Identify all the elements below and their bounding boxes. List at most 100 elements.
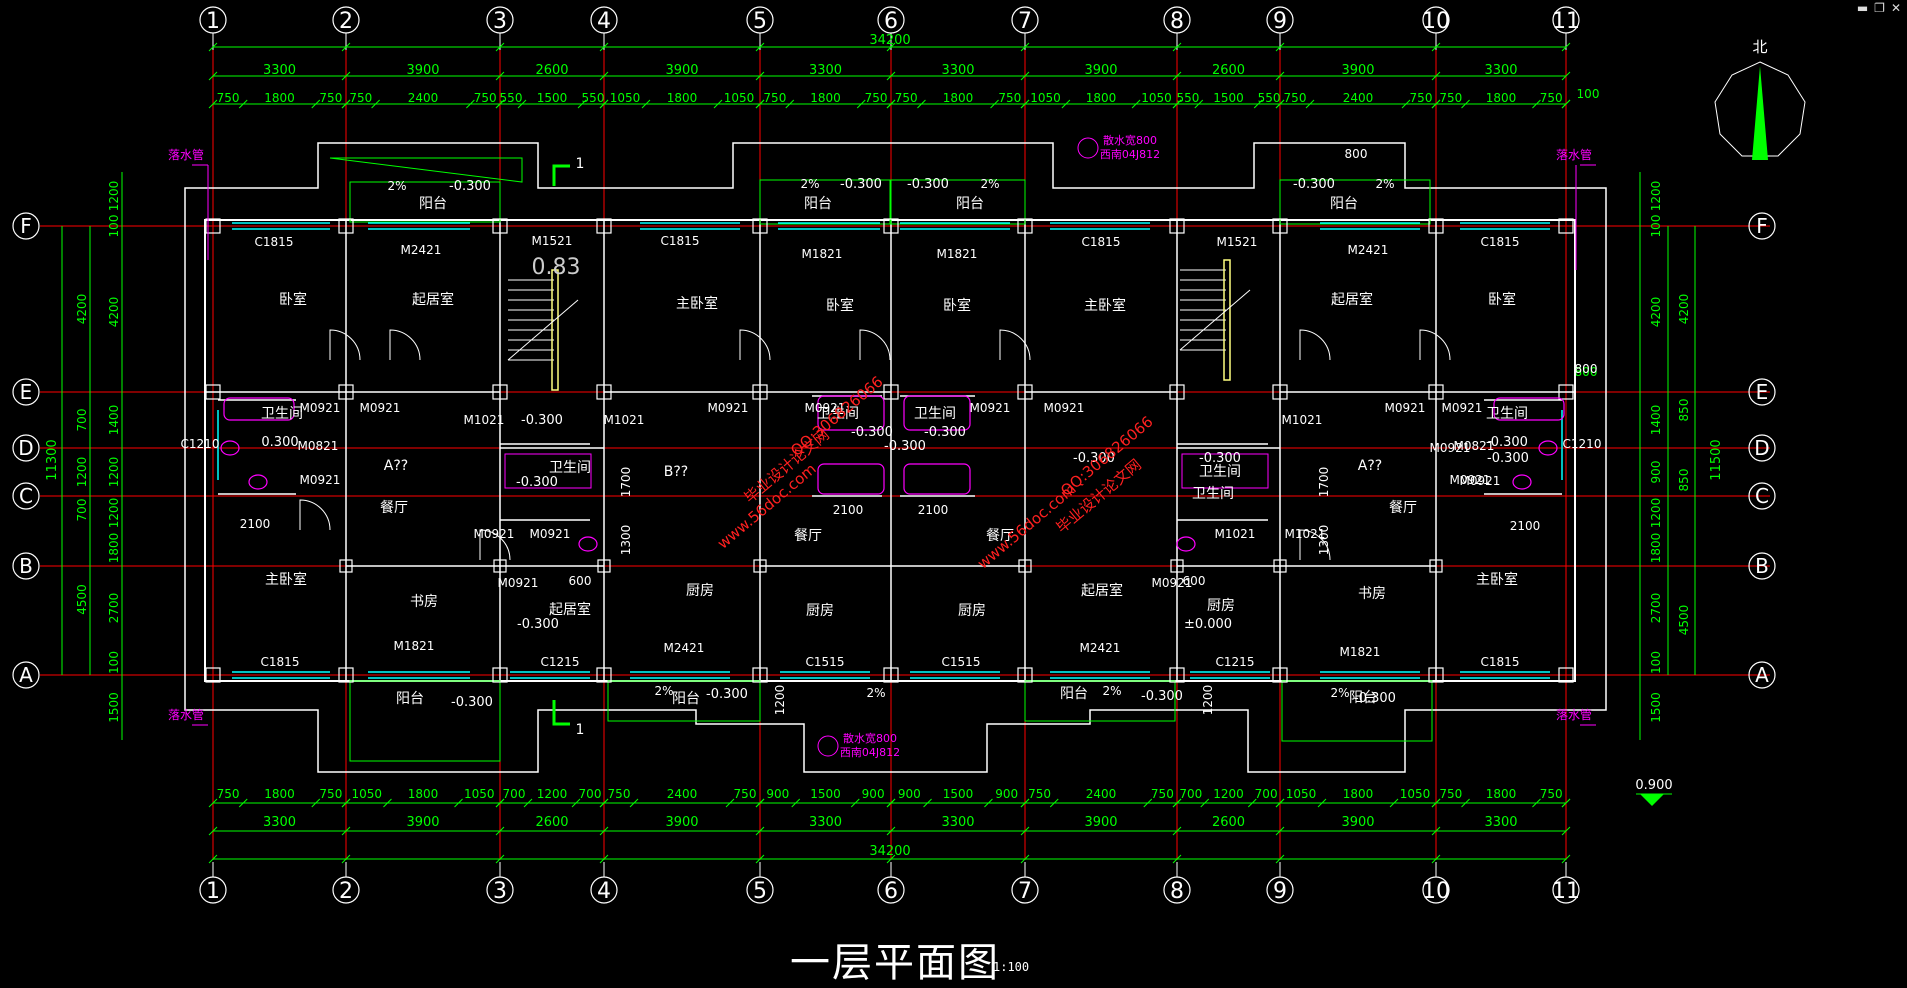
dim-tick (1561, 71, 1571, 81)
dim-text: 1400 (1649, 405, 1663, 436)
opening-label: M0921 (1460, 474, 1501, 488)
structural-column (883, 218, 899, 234)
close-icon[interactable]: ✕ (1890, 1, 1901, 15)
restore-icon[interactable]: ❐ (1874, 1, 1885, 15)
opening-label: M1821 (802, 247, 843, 261)
dim-tick (1461, 99, 1470, 109)
room-label: 书房 (1358, 586, 1386, 602)
grid-label: 4 (597, 9, 611, 34)
dim-tick (495, 99, 505, 109)
dim-text: 750 (1540, 91, 1563, 105)
dim-text: 1500 (810, 787, 841, 801)
opening-label: M0921 (805, 401, 846, 415)
balcony-rail (890, 179, 1026, 225)
dim-tick (984, 798, 993, 808)
dim-tick (238, 798, 248, 808)
opening-label: M1021 (464, 413, 505, 427)
opening-label: C1210 (1563, 437, 1602, 451)
slope-text: 2% (654, 684, 673, 698)
grid-label: A (1755, 663, 1769, 687)
dim-text: 1200 (773, 685, 787, 716)
room-label: 主卧室 (1476, 571, 1518, 588)
dim-text: 34200 (869, 844, 910, 859)
opening-label: C1815 (661, 234, 700, 248)
structural-column (1169, 384, 1185, 400)
dim-tick (495, 826, 505, 836)
dim-text: 850 (1677, 469, 1691, 492)
bath-fixture (1181, 453, 1269, 489)
dim-tick (1431, 99, 1441, 109)
grid-bubble (1748, 378, 1776, 406)
structural-column (1169, 218, 1185, 234)
dim-text: 4200 (75, 294, 89, 325)
dim-text: 2100 (1510, 519, 1541, 533)
opening-label: M0921 (708, 401, 749, 415)
room-label: 阳台 (672, 691, 700, 707)
room-label: 阳台 (1060, 686, 1088, 702)
minimize-icon[interactable]: ▬ (1856, 1, 1869, 15)
dim-text: 1050 (610, 91, 641, 105)
dim-tick (1172, 826, 1182, 836)
bath-fixture (903, 395, 971, 431)
dim-text: 3900 (1084, 63, 1117, 78)
dim-tick (208, 826, 218, 836)
opening-label: M0921 (1450, 473, 1491, 487)
opening-label: M0921 (474, 527, 515, 541)
dim-tick (1431, 71, 1441, 81)
structural-column (883, 667, 899, 683)
dim-tick (755, 42, 765, 52)
level-text: -0.300 (521, 413, 563, 428)
room-label: 卧室 (1488, 291, 1516, 308)
grid-bubble (1748, 661, 1776, 689)
dim-text: 1300 (619, 525, 633, 556)
level-text: -0.300 (517, 617, 559, 632)
structural-column (205, 667, 221, 683)
dim-text: 34200 (869, 33, 910, 48)
dim-text: 1050 (724, 91, 755, 105)
dim-tick (341, 42, 351, 52)
dim-text: 750 (1439, 91, 1462, 105)
grid-bubble (12, 482, 40, 510)
dim-tick (1389, 798, 1399, 808)
structural-column (1017, 384, 1033, 400)
dim-tick (599, 854, 609, 864)
level-text: -0.300 (840, 177, 882, 192)
dim-tick (1461, 798, 1470, 808)
stair-break-line (507, 299, 579, 361)
opening-label: M0921 (1442, 401, 1483, 415)
grid-label: E (1756, 380, 1769, 404)
structural-column (1169, 667, 1185, 683)
dim-text: 2700 (107, 593, 121, 624)
dim-text: 750 (349, 91, 372, 105)
level-text: -0.300 (1293, 177, 1335, 192)
level-text: -0.300 (1199, 451, 1241, 466)
dim-tick (1305, 99, 1315, 109)
dim-text: 750 (865, 91, 888, 105)
level-text: -0.300 (449, 179, 491, 194)
dim-tick (1020, 99, 1030, 109)
dim-text: 750 (734, 787, 757, 801)
dim-text: 2700 (1649, 593, 1663, 624)
dim-text: 750 (319, 787, 342, 801)
room-label: 阳台 (956, 196, 984, 212)
dim-text: 550 (1176, 91, 1199, 105)
dim-text: 1800 (107, 533, 121, 564)
slope-text: 2% (387, 179, 406, 193)
opening-label: M1021 (1215, 527, 1256, 541)
dim-text: 100 (107, 651, 121, 674)
room-label: 书房 (410, 594, 438, 610)
dim-tick (713, 99, 723, 109)
room-label: 卧室 (943, 297, 971, 314)
room-label: A?? (1358, 458, 1382, 474)
dim-text: 1800 (264, 787, 295, 801)
level-text: -0.300 (451, 695, 493, 710)
dim-text: 700 (1255, 787, 1278, 801)
grid-bubble (12, 434, 40, 462)
dim-text: 1800 (1086, 91, 1117, 105)
opening-label: C1815 (1481, 655, 1520, 669)
dim-text: 900 (898, 787, 921, 801)
room-label: 主卧室 (676, 295, 718, 312)
dim-text: 750 (1028, 787, 1051, 801)
opening-label: M1821 (1340, 645, 1381, 659)
